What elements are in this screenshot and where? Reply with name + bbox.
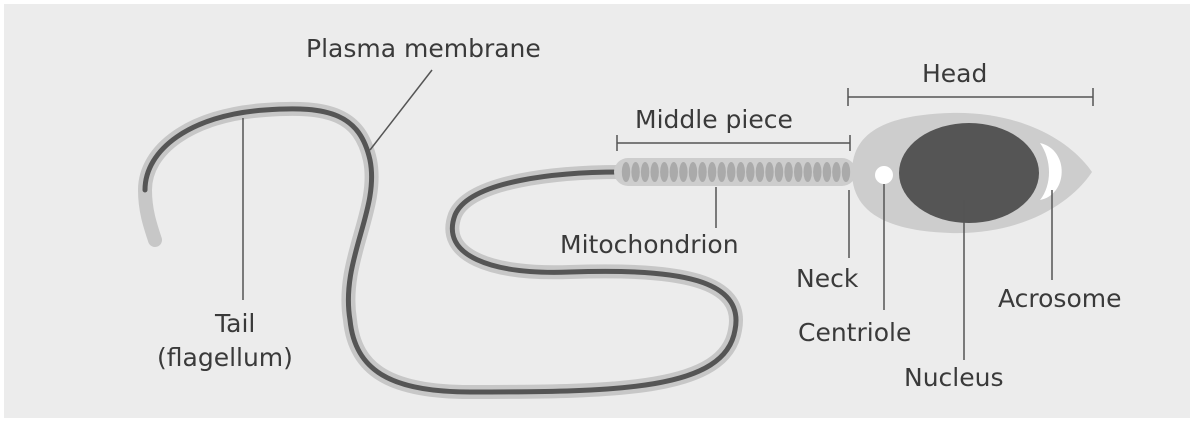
- mitochondrion-segment: [698, 162, 706, 182]
- nucleus-shape: [899, 123, 1039, 223]
- mitochondrion-segment: [756, 162, 764, 182]
- mitochondrion-segment: [622, 162, 630, 182]
- mitochondrion-segment: [718, 162, 726, 182]
- mitochondrion-segment: [794, 162, 802, 182]
- mitochondrion-segment: [775, 162, 783, 182]
- mitochondrion-segment: [813, 162, 821, 182]
- mitochondrion-segment: [746, 162, 754, 182]
- middle-piece-label: Middle piece: [635, 105, 793, 134]
- mitochondrion-segment: [651, 162, 659, 182]
- head-label: Head: [922, 59, 987, 88]
- neck-label: Neck: [796, 264, 859, 293]
- mitochondrion-segment: [708, 162, 716, 182]
- mitochondrion-segment: [737, 162, 745, 182]
- centriole-label: Centriole: [798, 318, 911, 347]
- mitochondrion-segment: [784, 162, 792, 182]
- mitochondrion-segment: [727, 162, 735, 182]
- mitochondrion-segment: [660, 162, 668, 182]
- plasma-membrane-leader: [370, 70, 432, 150]
- tail-label: Tail: [214, 309, 255, 338]
- mitochondrion-segment: [842, 162, 850, 182]
- mitochondrion-segment: [679, 162, 687, 182]
- acrosome-label: Acrosome: [998, 284, 1122, 313]
- mitochondrion-segment: [641, 162, 649, 182]
- mitochondrion-segment: [823, 162, 831, 182]
- nucleus-label: Nucleus: [904, 363, 1004, 392]
- mitochondrion-segment: [631, 162, 639, 182]
- mitochondrion-label: Mitochondrion: [560, 230, 739, 259]
- mitochondrion-segment: [804, 162, 812, 182]
- mitochondrion-segment: [765, 162, 773, 182]
- flagellum-label: (flagellum): [157, 343, 293, 372]
- mitochondrion-segment: [689, 162, 697, 182]
- plasma-membrane-label: Plasma membrane: [306, 34, 541, 63]
- mitochondrion-segment: [670, 162, 678, 182]
- centriole-shape: [875, 166, 893, 184]
- mitochondrion-segment: [832, 162, 840, 182]
